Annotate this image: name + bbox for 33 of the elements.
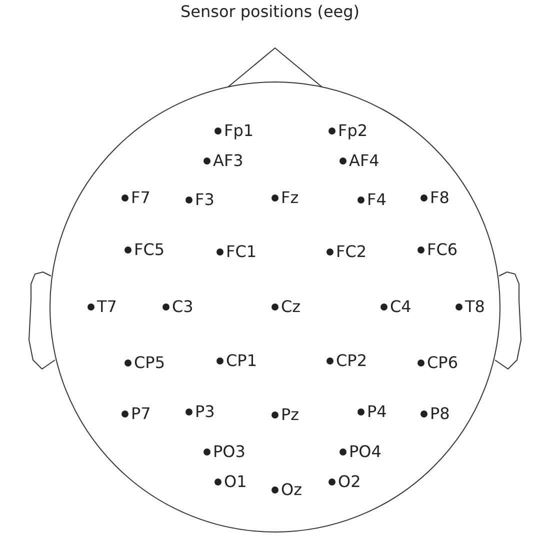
sensor-label: Fz <box>281 189 299 207</box>
sensor-label: F4 <box>367 191 386 209</box>
sensor-label: Fp2 <box>338 122 368 140</box>
sensor-label: PO3 <box>213 443 246 461</box>
sensor-label: O2 <box>338 473 361 491</box>
sensor-label: T8 <box>465 298 485 316</box>
sensor-label: O1 <box>224 473 247 491</box>
sensor-label: P7 <box>131 405 151 423</box>
chart-title: Sensor positions (eeg) <box>180 2 360 21</box>
sensor-label: Fp1 <box>224 122 254 140</box>
sensor-label: CP6 <box>427 354 458 372</box>
sensor-label: FC2 <box>336 243 367 261</box>
sensor-label: CP1 <box>226 352 257 370</box>
sensor-label: PO4 <box>349 443 382 461</box>
sensor-label: AF3 <box>213 152 244 170</box>
sensor-label: Cz <box>281 298 301 316</box>
sensor-label: F3 <box>195 191 214 209</box>
sensor-label: AF4 <box>349 152 380 170</box>
sensor-label: P8 <box>430 405 450 423</box>
sensor-label: CP2 <box>336 352 367 370</box>
sensor-label: C3 <box>172 298 194 316</box>
sensor-label: F8 <box>430 189 450 207</box>
sensor-label: C4 <box>390 298 412 316</box>
sensor-label: FC6 <box>427 241 458 259</box>
sensor-label: P3 <box>195 403 215 421</box>
sensor-label: FC1 <box>226 243 257 261</box>
sensor-label: P4 <box>367 403 387 421</box>
sensor-label: FC5 <box>134 241 165 259</box>
sensor-label: CP5 <box>134 354 165 372</box>
sensor-label: F7 <box>131 189 150 207</box>
sensor-label: T7 <box>97 298 117 316</box>
sensor-label: Oz <box>281 481 302 499</box>
sensor-label: Pz <box>281 406 300 424</box>
